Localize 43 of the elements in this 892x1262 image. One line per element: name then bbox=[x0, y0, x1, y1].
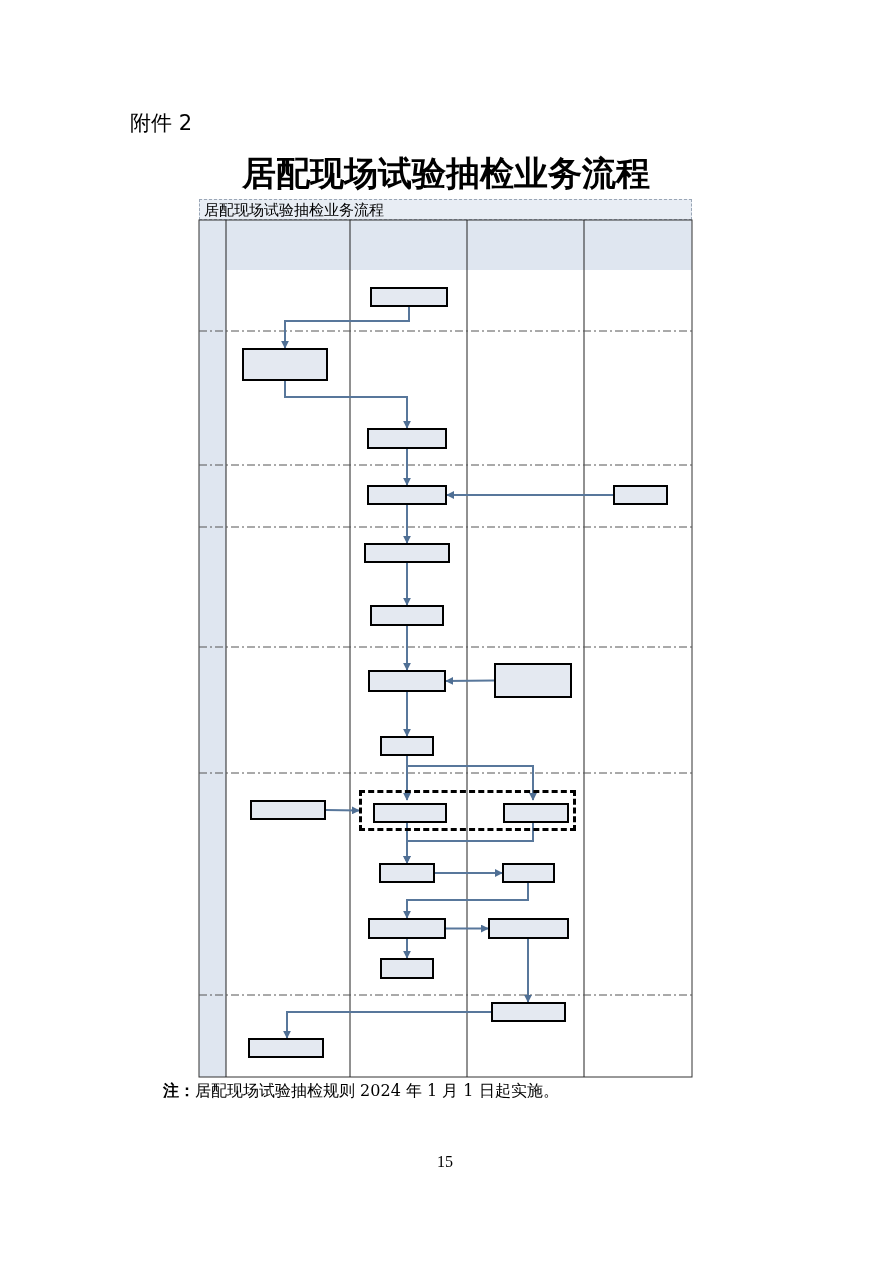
band-title: 居配现场试验抽检业务流程 bbox=[204, 200, 384, 220]
arrow bbox=[403, 882, 529, 919]
arrow bbox=[406, 755, 537, 801]
process-box bbox=[380, 736, 434, 756]
arrow bbox=[445, 676, 495, 685]
arrow bbox=[283, 1011, 492, 1039]
process-box bbox=[502, 863, 555, 883]
process-box bbox=[373, 803, 447, 823]
process-box bbox=[370, 287, 448, 307]
arrow bbox=[403, 448, 411, 486]
process-box bbox=[248, 1038, 324, 1058]
arrow bbox=[446, 491, 614, 499]
process-box bbox=[503, 803, 569, 823]
arrow bbox=[281, 306, 410, 349]
arrow bbox=[434, 869, 503, 877]
process-box bbox=[250, 800, 326, 820]
arrow bbox=[403, 938, 411, 959]
process-box bbox=[379, 863, 435, 883]
dashed-group-box bbox=[359, 790, 576, 831]
process-box bbox=[368, 670, 446, 692]
process-box bbox=[368, 918, 446, 939]
arrow bbox=[524, 938, 532, 1003]
arrow bbox=[403, 562, 411, 606]
arrow bbox=[284, 380, 411, 429]
process-box bbox=[380, 958, 434, 979]
process-box bbox=[370, 605, 444, 626]
process-box bbox=[242, 348, 328, 381]
arrow bbox=[445, 924, 489, 933]
arrow bbox=[403, 691, 411, 737]
process-box bbox=[494, 663, 572, 698]
process-box bbox=[613, 485, 668, 505]
attachment-label: 附件 2 bbox=[130, 110, 193, 137]
process-box bbox=[367, 485, 447, 505]
page-number: 15 bbox=[437, 1152, 453, 1172]
process-box bbox=[488, 918, 569, 939]
process-box bbox=[364, 543, 450, 563]
arrow bbox=[325, 806, 360, 815]
process-box bbox=[367, 428, 447, 449]
process-box bbox=[491, 1002, 566, 1022]
arrow bbox=[403, 625, 411, 671]
title: 居配现场试验抽检业务流程 bbox=[241, 152, 651, 195]
note: 注：居配现场试验抽检规则 2024 年 1 月 1 日起实施。 bbox=[163, 1080, 559, 1102]
arrow bbox=[403, 504, 411, 544]
